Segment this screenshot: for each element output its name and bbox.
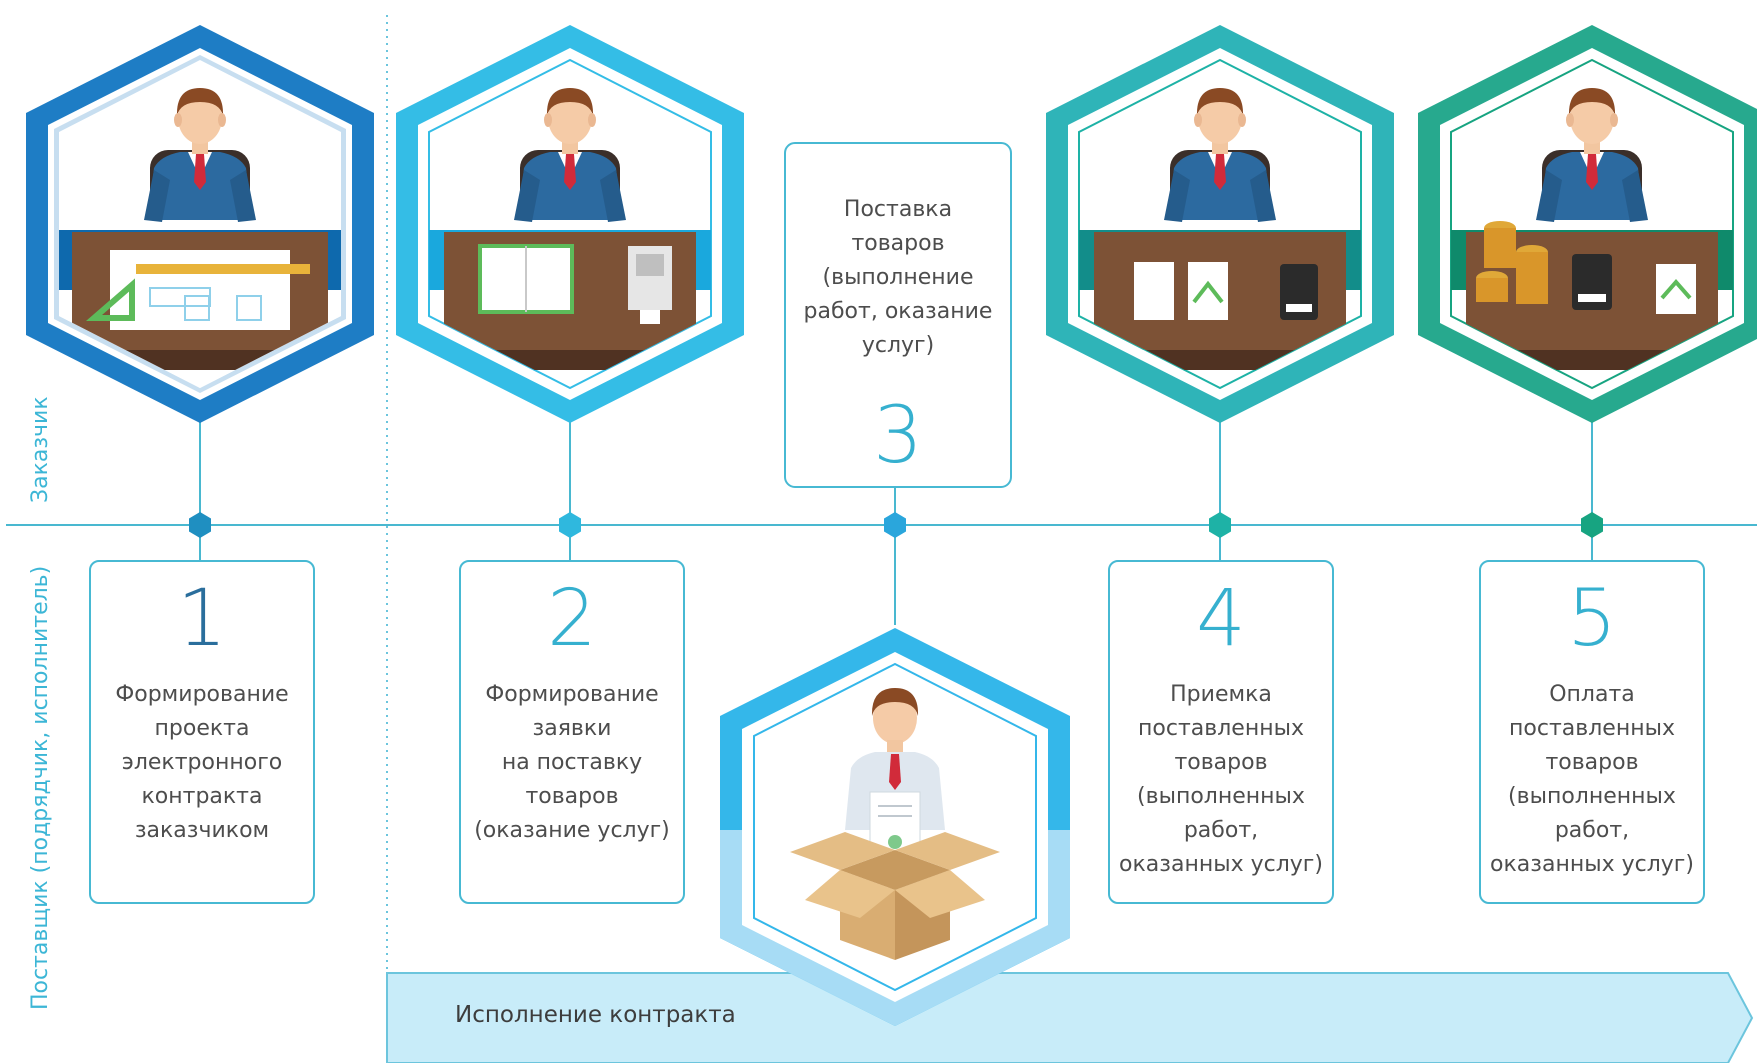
contract-execution-banner: [386, 972, 1754, 1063]
step-3-line: товаров: [851, 231, 945, 256]
step-3-line: услуг): [861, 333, 935, 358]
step-4-line: поставленных: [1138, 716, 1304, 741]
step-3-line: Поставка: [843, 197, 953, 222]
step-number-5: 5: [1567, 574, 1617, 664]
step-4-line: Приемка: [1170, 682, 1272, 707]
step-text-4: Приемка поставленных товаров (выполненных ра…: [1116, 678, 1326, 882]
role-label-supplier: Поставщик (подрядчик, исполнитель): [28, 565, 53, 1010]
step-number-4: 4: [1196, 574, 1246, 664]
step-card-3: Поставка товаров (выполнение работ, оказани…: [785, 143, 1011, 487]
step-3-illustration: [720, 628, 1070, 1026]
step-card-4: 4 Приемка поставленных товаров (выполненных…: [1108, 560, 1334, 904]
step-2-line: Формирование: [485, 682, 659, 707]
step-4-line: (выполненных: [1137, 784, 1305, 809]
step-3-line: работ, оказание: [803, 299, 993, 324]
step-1-line: проекта: [154, 716, 250, 741]
step-4-line: работ,: [1183, 818, 1259, 843]
step-5-line: Оплата: [1549, 682, 1635, 707]
step-text-5: Оплата поставленных товаров (выполненных раб…: [1487, 678, 1697, 882]
banner-label: Исполнение контракта: [455, 1002, 736, 1028]
step-text-1: Формирование проекта электронного контракта…: [97, 678, 307, 848]
role-label-customer: Заказчик: [28, 396, 53, 503]
step-4-illustration: [1046, 25, 1394, 423]
step-5-illustration: [1418, 25, 1757, 423]
document-icon: [1134, 262, 1174, 320]
step-number-1: 1: [177, 574, 227, 664]
step-1-line: Формирование: [115, 682, 289, 707]
step-2-line: на поставку: [501, 750, 643, 775]
step-1-line: контракта: [141, 784, 263, 809]
timeline-node-1: [189, 512, 211, 538]
step-5-line: поставленных: [1509, 716, 1675, 741]
step-2-line: заявки: [532, 716, 612, 741]
ruler-icon: [136, 264, 310, 274]
step-5-line: (выполненных: [1508, 784, 1676, 809]
step-number-3: 3: [873, 391, 923, 481]
step-2-line: (оказание услуг): [474, 818, 670, 843]
step-3-line: (выполнение: [822, 265, 974, 290]
document-icon: [1656, 264, 1696, 314]
step-5-line: оказанных услуг): [1490, 852, 1694, 877]
timeline-node-3: [884, 512, 906, 538]
step-card-5: 5 Оплата поставленных товаров (выполненных р…: [1479, 560, 1705, 904]
step-text-2: Формирование заявки на поставку товаров (ока…: [467, 678, 677, 848]
timeline-node-2: [559, 512, 581, 538]
step-text-3: Поставка товаров (выполнение работ, оказани…: [791, 193, 1005, 363]
timeline-node-4: [1209, 512, 1231, 538]
step-2-line: товаров: [525, 784, 619, 809]
step-card-1: 1 Формирование проекта электронного контрак…: [89, 560, 315, 904]
step-5-line: товаров: [1545, 750, 1639, 775]
step-4-line: товаров: [1174, 750, 1268, 775]
step-1-illustration: [26, 25, 374, 423]
step-4-line: оказанных услуг): [1119, 852, 1323, 877]
timeline-node-5: [1581, 512, 1603, 538]
step-2-illustration: [396, 25, 744, 423]
step-5-line: работ,: [1554, 818, 1630, 843]
step-1-line: заказчиком: [134, 818, 270, 843]
step-1-line: электронного: [121, 750, 283, 775]
step-number-2: 2: [547, 574, 597, 664]
step-card-2: 2 Формирование заявки на поставку товаров (о…: [459, 560, 685, 904]
coins-icon: [1476, 221, 1548, 304]
box-icon: [790, 832, 1000, 960]
